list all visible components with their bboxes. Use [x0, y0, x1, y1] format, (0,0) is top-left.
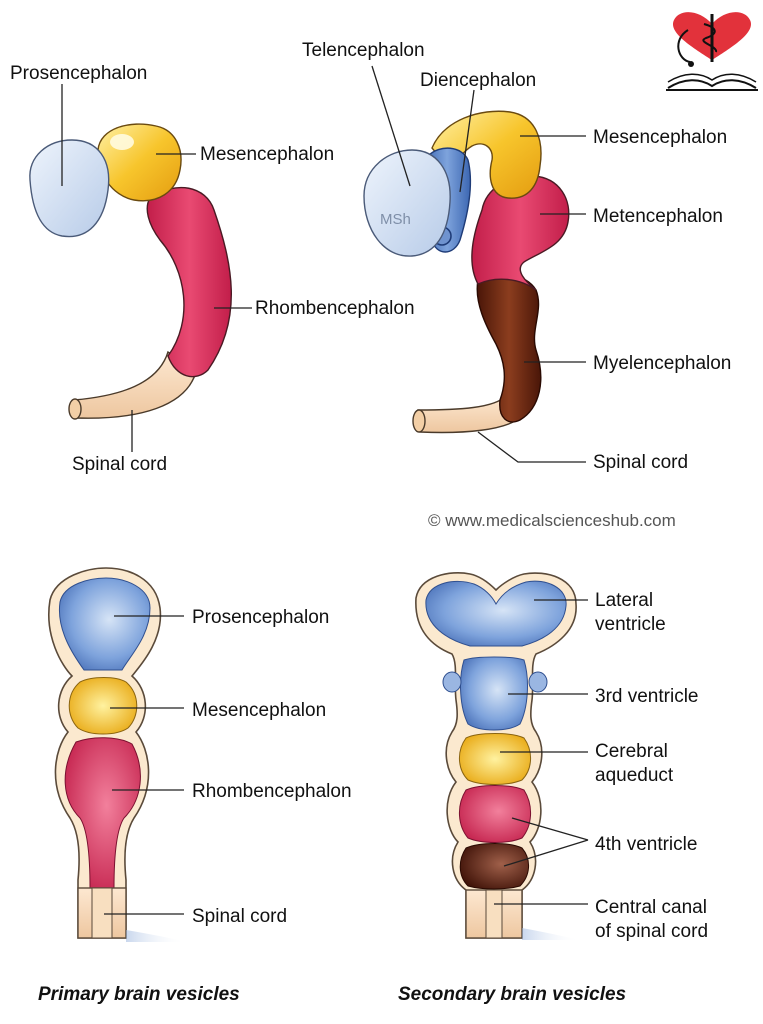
myelencephalon-cavity: [459, 843, 529, 890]
copyright-text: © www.medicalscienceshub.com: [428, 511, 676, 530]
caption-primary: Primary brain vesicles: [38, 984, 240, 1005]
optic-bulge-right: [528, 671, 548, 693]
label-central-canal-1: Central canal: [595, 897, 707, 918]
rhombencephalon-vesicle: [146, 186, 232, 378]
label-mesencephalon-section: Mesencephalon: [192, 700, 326, 721]
primary-vesicles-3d: Prosencephalon Mesencephalon Rhombenceph…: [10, 63, 415, 475]
mesencephalon-cavity: [68, 677, 138, 735]
cerebral-aqueduct-cavity: [459, 733, 531, 785]
medical-logo-icon: [666, 12, 758, 91]
label-fourth-ventricle: 4th ventricle: [595, 834, 697, 855]
label-cerebral-aqueduct-1: Cerebral: [595, 741, 668, 762]
label-mesencephalon-secondary: Mesencephalon: [593, 127, 727, 148]
label-spinal-cord-secondary: Spinal cord: [593, 452, 688, 473]
telencephalon-vesicle: [363, 149, 451, 257]
label-rhombencephalon-section: Rhombencephalon: [192, 781, 352, 802]
mesencephalon-vesicle: [431, 110, 542, 199]
label-rhombencephalon: Rhombencephalon: [255, 298, 415, 319]
label-central-canal-2: of spinal cord: [595, 921, 708, 942]
label-spinal-cord-section: Spinal cord: [192, 906, 287, 927]
label-lateral-ventricle-1: Lateral: [595, 590, 653, 611]
secondary-vesicles-section: Lateral ventricle 3rd ventricle Cerebral…: [398, 572, 708, 1005]
label-prosencephalon-section: Prosencephalon: [192, 607, 329, 628]
prosencephalon-vesicle: [29, 139, 110, 238]
metencephalon-cavity: [459, 785, 531, 843]
label-spinal-cord: Spinal cord: [72, 454, 167, 475]
third-ventricle-cavity: [460, 656, 528, 731]
myelencephalon-vesicle: [476, 273, 542, 423]
label-telencephalon: Telencephalon: [302, 40, 425, 61]
label-third-ventricle: 3rd ventricle: [595, 686, 699, 707]
label-cerebral-aqueduct-2: aqueduct: [595, 765, 674, 786]
prosencephalon-cavity: [58, 577, 151, 671]
secondary-vesicles-3d: MSh Telencephalon Diencephalon Mesenceph…: [302, 40, 731, 473]
label-mesencephalon: Mesencephalon: [200, 144, 334, 165]
caption-secondary: Secondary brain vesicles: [398, 984, 626, 1005]
label-diencephalon: Diencephalon: [420, 70, 536, 91]
optic-bulge-left: [442, 671, 462, 693]
msh-watermark: MSh: [380, 211, 411, 228]
mesencephalon-vesicle: [97, 123, 182, 202]
label-lateral-ventricle-2: ventricle: [595, 614, 666, 635]
label-prosencephalon: Prosencephalon: [10, 63, 147, 84]
label-myelencephalon: Myelencephalon: [593, 353, 731, 374]
lateral-ventricle-cavity: [425, 580, 567, 647]
primary-vesicles-section: Prosencephalon Mesencephalon Rhombenceph…: [38, 567, 352, 1005]
label-metencephalon: Metencephalon: [593, 206, 723, 227]
rhombencephalon-cavity: [64, 737, 141, 889]
